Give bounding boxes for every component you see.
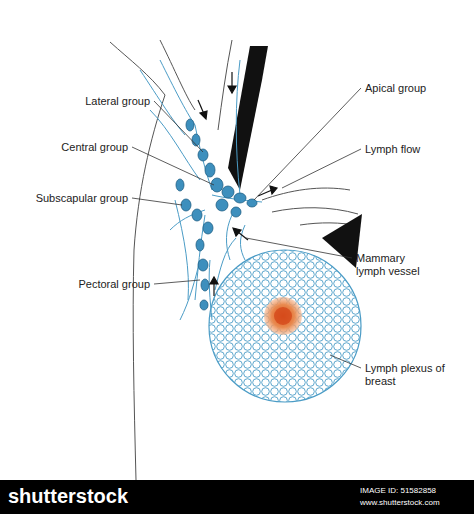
- flow-label: Lymph flow: [365, 143, 465, 156]
- group-label: Pectoral group: [20, 278, 150, 291]
- group-label: Apical group: [365, 82, 465, 95]
- watermark-url: www.shutterstock.com: [360, 498, 470, 508]
- group-label: Central group: [8, 141, 128, 154]
- group-label: Lateral group: [20, 95, 150, 108]
- vessel-label: Mammary lymph vessel: [356, 252, 428, 278]
- image-id: IMAGE ID: 51582858: [360, 486, 470, 496]
- watermark-logo: shutterstock: [8, 485, 208, 507]
- group-label: Subscapular group: [3, 192, 128, 205]
- plexus-label: Lymph plexus of breast: [365, 362, 455, 388]
